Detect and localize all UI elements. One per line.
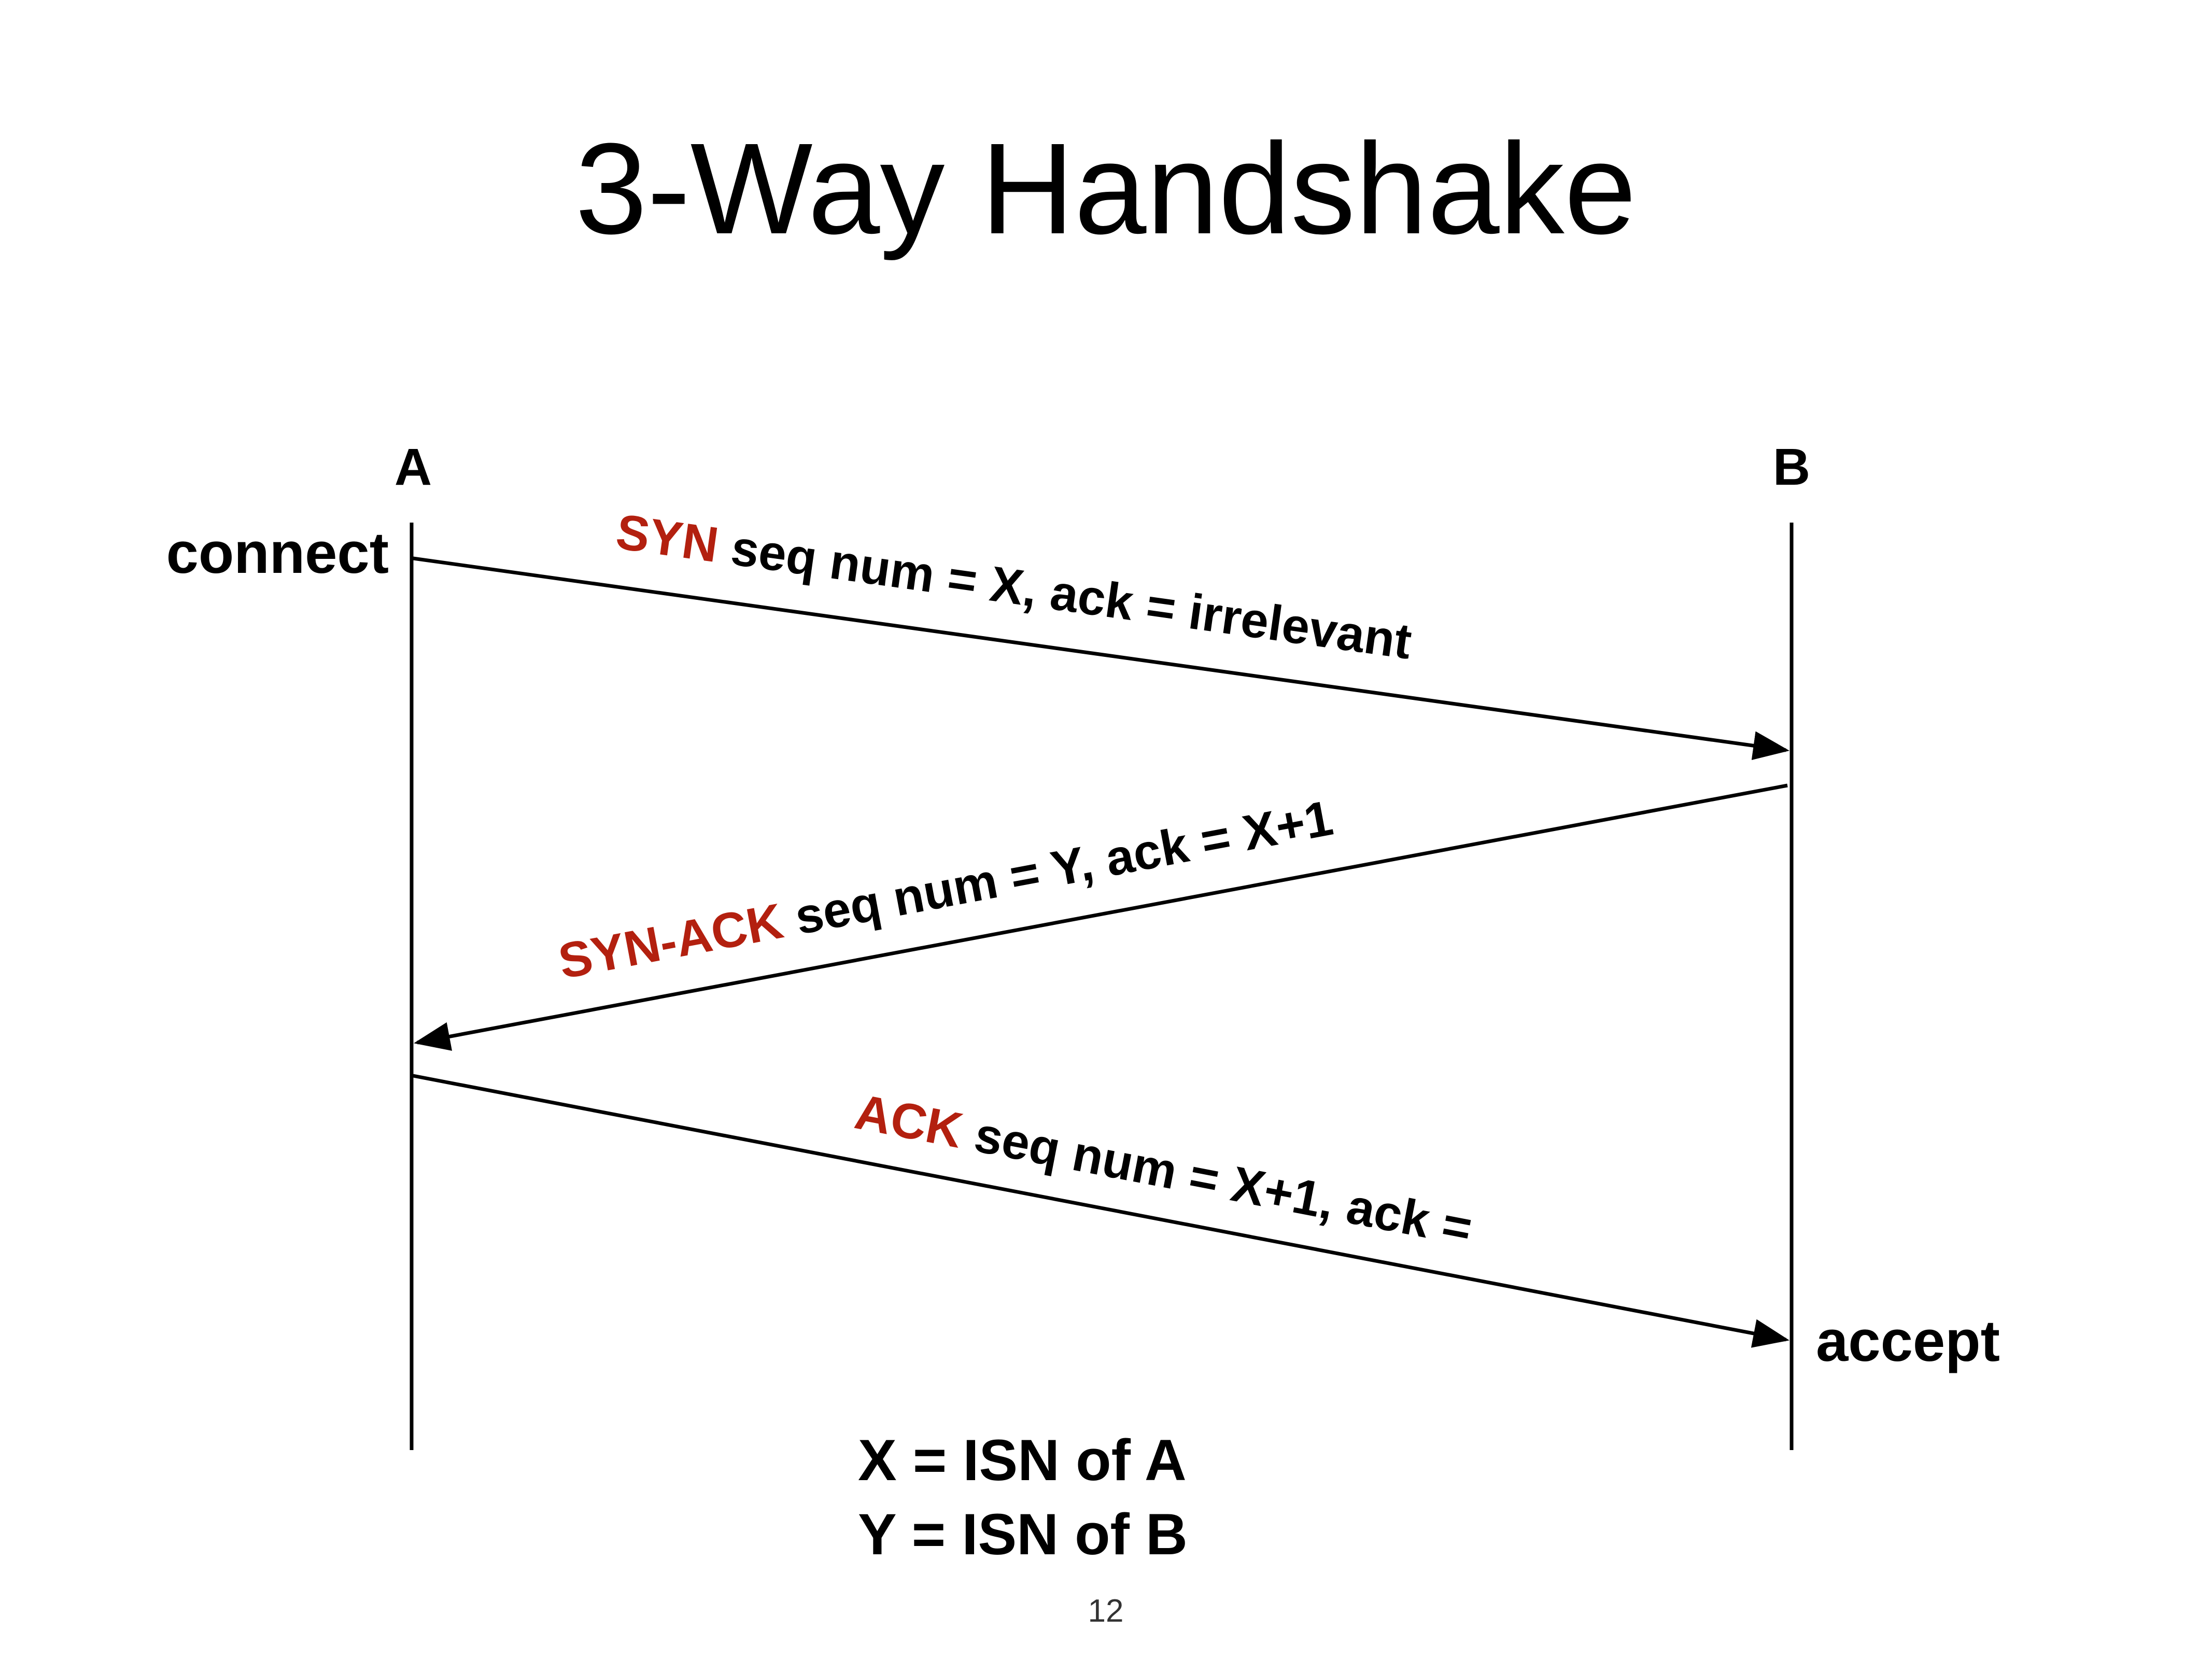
slide-title: 3-Way Handshake bbox=[575, 116, 1636, 261]
syn-keyword: SYN bbox=[613, 504, 722, 573]
syn-message: SYN seq num = X, ack = irrelevant bbox=[613, 504, 1415, 670]
syn-ack-arrow bbox=[414, 783, 1788, 1051]
syn-text: seq num = X, ack = irrelevant bbox=[714, 518, 1415, 670]
page-number: 12 bbox=[1088, 1593, 1124, 1629]
legend-line-x: X = ISN of A bbox=[858, 1428, 1187, 1493]
ack-arrow bbox=[413, 1074, 1790, 1348]
accept-label: accept bbox=[1816, 1309, 2000, 1373]
syn-ack-keyword: SYN-ACK bbox=[554, 893, 787, 990]
host-a-label: A bbox=[395, 438, 432, 496]
syn-arrow bbox=[413, 556, 1790, 761]
ack-keyword: ACK bbox=[851, 1084, 967, 1159]
connect-label: connect bbox=[166, 521, 389, 585]
syn-ack-message: SYN-ACK seq num = Y, ack = X+1 bbox=[554, 790, 1337, 990]
ack-message: ACK seq num = X+1, ack = bbox=[851, 1084, 1476, 1257]
legend-line-y: Y = ISN of B bbox=[858, 1502, 1188, 1567]
host-b-label: B bbox=[1773, 438, 1810, 496]
ack-text: seq num = X+1, ack = bbox=[956, 1104, 1476, 1257]
